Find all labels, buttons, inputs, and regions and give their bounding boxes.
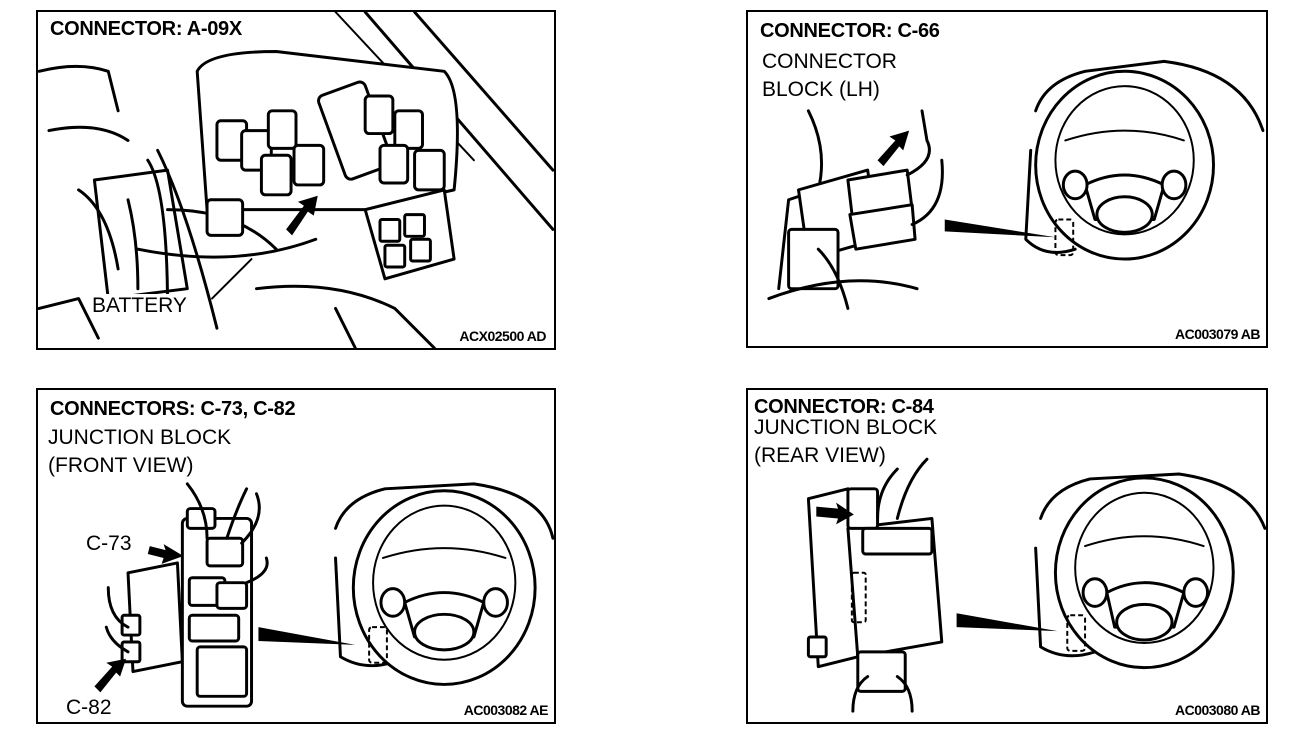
figure-code: AC003079 AB [1172,326,1262,342]
arrow-icon [286,195,318,236]
junction-block-rear-illustration [806,457,1266,713]
panel-title: CONNECTOR: C-84 [752,396,936,419]
figure-code: AC003080 AB [1172,702,1262,718]
arrow-icon [816,502,854,525]
subtitle-line-2: (REAR VIEW) [752,444,888,468]
battery-label: BATTERY [90,294,189,318]
connector-block-illustration [767,59,1265,310]
subtitle-line-2: BLOCK (LH) [760,78,882,102]
engine-compartment-illustration [38,12,554,348]
panel-c84: CONNECTOR: C-84 JUNCTION BLOCK (REAR VIE… [746,388,1268,724]
arrow-icon [147,544,184,564]
steering-wheel [1034,69,1216,261]
c82-label: C-82 [64,696,114,720]
figure-code: AC003082 AE [461,702,550,718]
subtitle-line-1: JUNCTION BLOCK [46,426,234,450]
panel-title: CONNECTOR: A-09X [48,18,244,41]
panel-title: CONNECTOR: C-66 [758,20,942,43]
junction-block-front-illustration [94,482,554,708]
subtitle-line-1: JUNCTION BLOCK [752,416,940,440]
steering-wheel [1053,476,1235,670]
steering-wheel [351,489,537,686]
c73-label: C-73 [84,532,134,556]
panel-title: CONNECTORS: C-73, C-82 [48,398,298,421]
panel-a09x: CONNECTOR: A-09X BATTERY ACX02500 AD [36,10,556,350]
figure-code: ACX02500 AD [457,328,548,344]
arrow-icon [94,658,127,693]
subtitle-line-2: (FRONT VIEW) [46,454,196,478]
panel-c73-c82: CONNECTORS: C-73, C-82 JUNCTION BLOCK (F… [36,388,556,724]
arrow-icon [877,130,910,167]
subtitle-line-1: CONNECTOR [760,50,899,74]
panel-c66: CONNECTOR: C-66 CONNECTOR BLOCK (LH) AC0… [746,10,1268,348]
